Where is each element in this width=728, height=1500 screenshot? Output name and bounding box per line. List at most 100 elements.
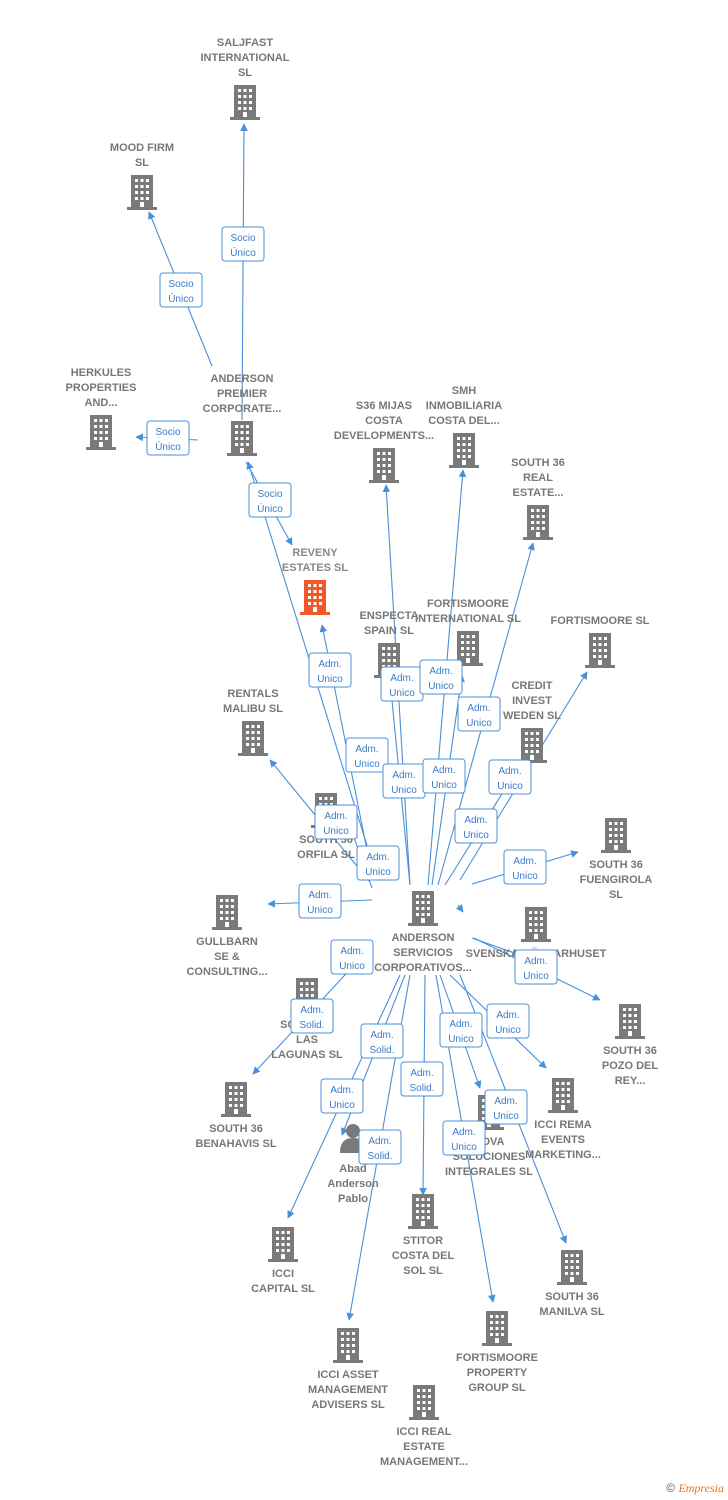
building-icon xyxy=(230,85,260,120)
edge-label-stitor[interactable]: Adm.Unico xyxy=(439,1012,483,1048)
edge-label-smh[interactable]: Adm.Unico xyxy=(419,659,463,695)
edge-label-icci_rema[interactable]: Adm.Unico xyxy=(330,939,374,975)
node-herkules[interactable]: HERKULESPROPERTIESAND... xyxy=(66,367,137,450)
edge-label-lagunas[interactable]: Adm.Unico xyxy=(514,949,558,985)
edge-label-icci_asset[interactable]: Adm.Solid. xyxy=(360,1023,404,1059)
edge-label-box xyxy=(439,1012,483,1048)
edge-label-s36mijas[interactable]: Adm.Unico xyxy=(380,666,424,702)
edge-label-pozo[interactable]: Adm.Solid. xyxy=(290,998,334,1034)
building-icon xyxy=(523,505,553,540)
edge-label-text: Adm. xyxy=(429,666,452,677)
node-anderson_premier[interactable]: ANDERSONPREMIERCORPORATE... xyxy=(203,373,282,456)
edge-label-box xyxy=(314,804,358,840)
building-icon xyxy=(408,891,438,926)
edge-label-box xyxy=(503,849,547,885)
edge-label-benahavis[interactable]: Adm.Unico xyxy=(486,1003,530,1039)
node-s36mijas[interactable]: S36 MIJASCOSTADEVELOPMENTS... xyxy=(334,400,434,483)
building-icon xyxy=(482,1311,512,1346)
edge-label-text: Adm. xyxy=(392,770,415,781)
node-label: ESTATES SL xyxy=(282,562,348,574)
node-label: INTERNATIONAL xyxy=(200,52,289,64)
edge-label-text: Unico xyxy=(317,674,343,685)
node-label: FORTISMOORE xyxy=(456,1352,538,1364)
edge-label-text: Adm. xyxy=(524,956,547,967)
node-label: CORPORATE... xyxy=(203,403,282,415)
edge-label-text: Socio xyxy=(257,489,282,500)
edge-label-fortis_sl[interactable]: Adm.Unico xyxy=(488,759,532,795)
edge-label-rentals[interactable]: Adm.Unico xyxy=(314,804,358,840)
building-icon xyxy=(601,818,631,853)
edge-label-box xyxy=(486,1003,530,1039)
edge-labels-layer: SocioÚnicoSocioÚnicoSocioÚnicoSocioÚnico… xyxy=(146,226,558,1165)
node-label: WEDEN SL xyxy=(503,710,561,722)
node-anderson_serv[interactable]: ANDERSONSERVICIOSCORPORATIVOS... xyxy=(374,891,472,974)
edge-label-text: Unico xyxy=(354,759,380,770)
edge-label-orfila[interactable]: Adm.Unico xyxy=(356,845,400,881)
building-icon xyxy=(521,907,551,942)
edge-label-icci_real[interactable]: Adm.Solid. xyxy=(358,1129,402,1165)
building-icon xyxy=(333,1328,363,1363)
edge-label-fuengirola[interactable]: Adm.Unico xyxy=(503,849,547,885)
footer-brand: © Empresia xyxy=(666,1481,724,1496)
edge-label-credit[interactable]: Adm.Unico xyxy=(454,808,498,844)
node-label: SPAIN SL xyxy=(364,625,414,637)
node-label: MARKETING... xyxy=(525,1149,601,1161)
edge-label-nova[interactable]: Adm.Unico xyxy=(484,1089,528,1125)
building-icon xyxy=(517,728,547,763)
edge-label-text: Unico xyxy=(448,1034,474,1045)
edge-label-box xyxy=(356,845,400,881)
node-label: INTEGRALES SL xyxy=(445,1166,533,1178)
edge-label-text: Adm. xyxy=(308,890,331,901)
edge-label-manilva[interactable]: Adm.Unico xyxy=(320,1078,364,1114)
edge-label-anderson_premier[interactable]: Adm.Unico xyxy=(345,737,389,773)
node-label: POZO DEL xyxy=(602,1060,659,1072)
node-label: PROPERTIES xyxy=(66,382,137,394)
edge-label-box xyxy=(454,808,498,844)
edge-label-reveny[interactable]: Adm.Unico xyxy=(308,652,352,688)
node-fortis_sl[interactable]: FORTISMOORE SL xyxy=(551,615,650,668)
edge-label-box xyxy=(146,420,190,456)
node-label: SE & xyxy=(214,951,240,963)
node-icci_rema[interactable]: ICCI REMAEVENTSMARKETING... xyxy=(525,1078,601,1161)
edge-label-fortis_prop[interactable]: Adm.Unico xyxy=(442,1120,486,1156)
node-icci_real[interactable]: ICCI REALESTATEMANAGEMENT... xyxy=(380,1385,468,1468)
building-icon xyxy=(615,1004,645,1039)
edge-label-fortis_int[interactable]: Adm.Unico xyxy=(422,758,466,794)
edge-label-text: Unico xyxy=(493,1111,519,1122)
edge-label-icci_capital[interactable]: Adm.Solid. xyxy=(400,1061,444,1097)
edge-label-south36real[interactable]: Adm.Unico xyxy=(457,696,501,732)
node-label: SOUTH 36 xyxy=(603,1045,657,1057)
node-label: ANDERSON xyxy=(211,373,274,385)
edge-label-text: Unico xyxy=(466,718,492,729)
node-label: BENAHAVIS SL xyxy=(195,1138,276,1150)
edge-label-gullbarn[interactable]: Adm.Unico xyxy=(298,883,342,919)
edge-label-text: Solid. xyxy=(367,1151,392,1162)
edge-label-enspecta[interactable]: Adm.Unico xyxy=(382,763,426,799)
node-south36real[interactable]: SOUTH 36REALESTATE... xyxy=(511,457,565,540)
node-label: INMOBILIARIA xyxy=(426,400,502,412)
node-label: SERVICIOS xyxy=(393,947,453,959)
